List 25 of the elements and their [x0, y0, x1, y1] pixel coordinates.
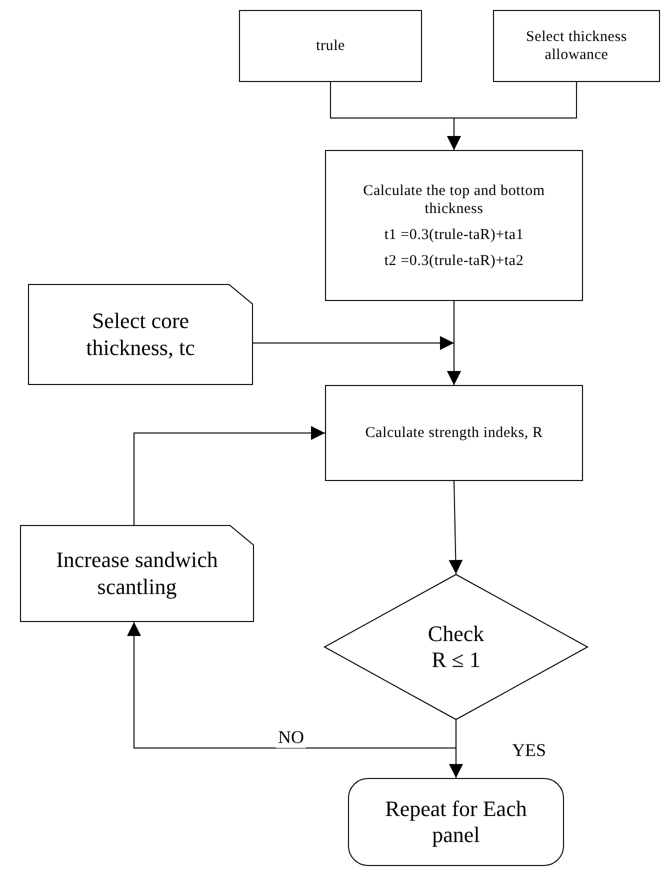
formula: t1 =0.3(trule-taR)+ta1 [384, 226, 524, 244]
arrow [252, 336, 461, 386]
arrow [449, 720, 463, 778]
node-text: Repeat for Each panel [384, 796, 528, 848]
node-text: Select thickness allowance [524, 28, 628, 64]
arrow [448, 480, 463, 574]
terminal-box [348, 778, 564, 866]
node-text: Select core thickness, tc [85, 308, 196, 361]
node-text: Increase sandwich scantling [55, 547, 219, 600]
formula: t2 =0.3(trule-taR)+ta2 [384, 252, 524, 270]
node-text: Calculate strength indeks, R [365, 424, 543, 442]
node-text: trule [316, 37, 345, 55]
arrow [447, 82, 577, 150]
node-text: Check R ≤ 1 [426, 620, 486, 674]
node-text: Calculate the top and bottom thickness [362, 182, 546, 218]
arrow [134, 426, 326, 526]
process-box [325, 150, 583, 301]
process-box [239, 10, 422, 82]
edge-label: NO [276, 728, 306, 748]
decision-diamond [324, 574, 588, 720]
process-box [493, 10, 660, 82]
arrow [127, 622, 456, 748]
input-card [20, 525, 254, 622]
input-card [28, 284, 253, 385]
process-box [325, 385, 583, 481]
